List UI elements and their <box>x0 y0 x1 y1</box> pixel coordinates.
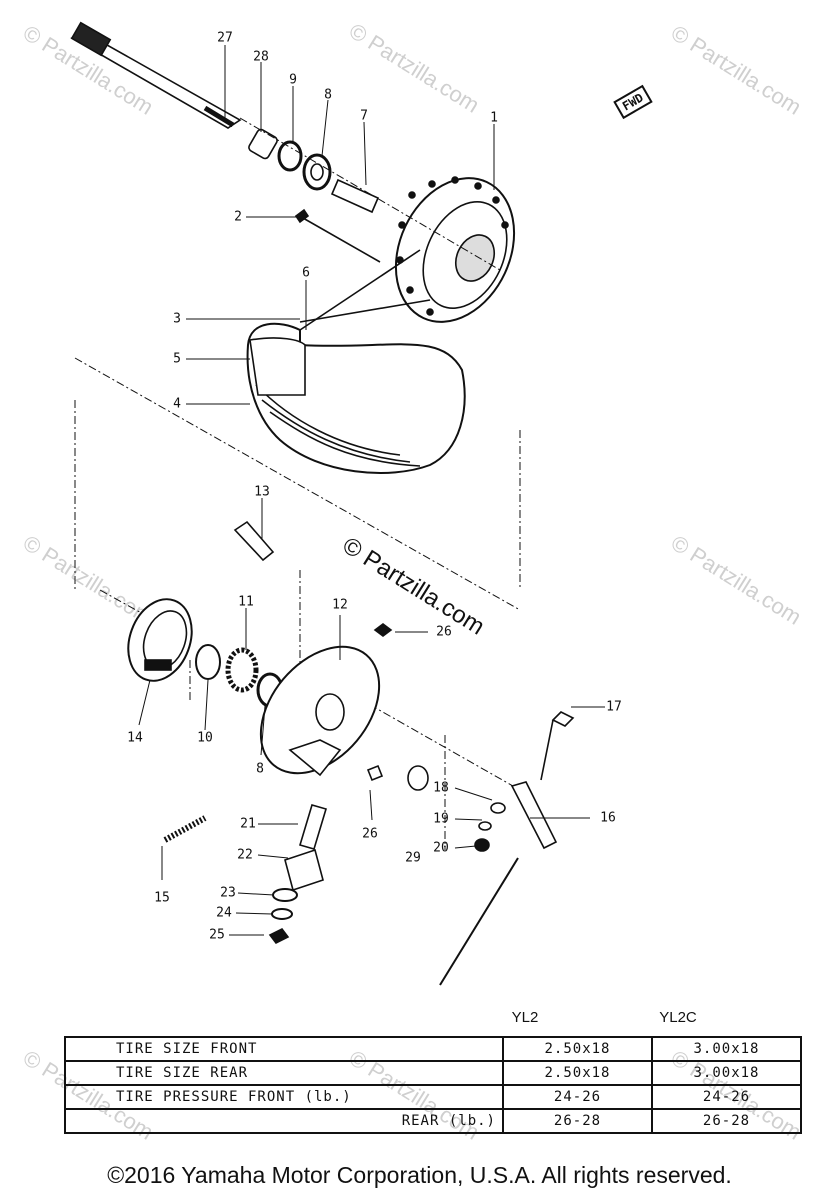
gear-part <box>225 647 259 693</box>
row-label: TIRE PRESSURE FRONT (lb.) <box>64 1084 504 1110</box>
circlip-part <box>271 908 293 920</box>
callout-14: 14 <box>127 730 143 746</box>
yl2c-value: 26-28 <box>651 1108 802 1134</box>
bearing-part <box>302 153 332 191</box>
callout-7: 7 <box>360 108 368 124</box>
callout-13: 13 <box>254 484 270 500</box>
callout-2: 2 <box>234 209 242 225</box>
yl2c-value: 24-26 <box>651 1084 802 1110</box>
pin-part <box>233 520 275 562</box>
callout-24: 24 <box>216 905 232 921</box>
row-label: TIRE SIZE REAR <box>64 1060 504 1086</box>
oil-seal-part <box>277 140 303 172</box>
callout-17: 17 <box>606 699 622 715</box>
copyright-notice: ©2016 Yamaha Motor Corporation, U.S.A. A… <box>107 1162 732 1188</box>
callout-15: 15 <box>154 890 170 906</box>
callout-3: 3 <box>173 311 181 327</box>
callout-21: 21 <box>240 816 256 832</box>
nut-part <box>474 838 490 852</box>
yl2-value: 2.50x18 <box>502 1036 653 1062</box>
callout-4: 4 <box>173 396 181 412</box>
axle-part <box>70 21 242 129</box>
washer-part <box>490 802 506 814</box>
callout-20: 20 <box>433 840 449 856</box>
callout-8: 8 <box>256 761 264 777</box>
lever-part <box>510 781 558 850</box>
callout-1: 1 <box>490 110 498 126</box>
nut-part <box>366 764 384 782</box>
callout-27: 27 <box>217 30 233 46</box>
yl2-value: 24-26 <box>502 1084 653 1110</box>
callout-19: 19 <box>433 811 449 827</box>
brake-shoe-part <box>127 598 193 682</box>
nut-part <box>373 623 393 637</box>
callout-11: 11 <box>238 594 254 610</box>
seal-part <box>195 644 221 680</box>
tire-spec-table: TIRE SIZE FRONT 2.50x18 3.00x18 TIRE SIZ… <box>64 1036 802 1134</box>
yl2c-value: 3.00x18 <box>651 1036 802 1062</box>
brake-rod-part <box>439 857 519 986</box>
table-row: TIRE SIZE FRONT 2.50x18 3.00x18 <box>64 1036 802 1062</box>
callout-10: 10 <box>197 730 213 746</box>
callout-26: 26 <box>436 624 452 640</box>
spacer-part <box>330 178 380 214</box>
exploded-parts-diagram <box>70 21 605 986</box>
washer-part <box>272 888 298 902</box>
yl2-value: 26-28 <box>502 1108 653 1134</box>
callout-6: 6 <box>302 265 310 281</box>
spring-part <box>163 815 207 843</box>
callout-16: 16 <box>600 810 616 826</box>
housing-part <box>284 848 324 892</box>
spacer-part <box>407 765 429 791</box>
callout-26: 26 <box>362 826 378 842</box>
callout-5: 5 <box>173 351 181 367</box>
tire-part <box>246 322 466 474</box>
column-header-yl2: YL2 <box>511 1009 539 1026</box>
bolt-part <box>540 711 575 781</box>
collar-part <box>248 128 278 160</box>
callout-28: 28 <box>253 49 269 65</box>
callout-22: 22 <box>237 847 253 863</box>
callout-8: 8 <box>324 87 332 103</box>
hub-part <box>394 176 516 323</box>
callout-12: 12 <box>332 597 348 613</box>
callout-29: 29 <box>405 850 421 866</box>
yl2-value: 2.50x18 <box>502 1060 653 1086</box>
table-row: REAR (lb.) 26-28 26-28 <box>64 1108 802 1134</box>
spoke-nipple-part <box>294 208 310 224</box>
callout-9: 9 <box>289 72 297 88</box>
cam-part <box>299 804 327 850</box>
brake-plate-part <box>259 645 381 777</box>
callout-18: 18 <box>433 780 449 796</box>
callout-23: 23 <box>220 885 236 901</box>
indicator-part <box>268 927 290 945</box>
row-label: TIRE SIZE FRONT <box>64 1036 504 1062</box>
table-row: TIRE SIZE REAR 2.50x18 3.00x18 <box>64 1060 802 1086</box>
row-label: REAR (lb.) <box>64 1108 504 1134</box>
column-header-yl2c: YL2C <box>659 1009 697 1026</box>
table-row: TIRE PRESSURE FRONT (lb.) 24-26 24-26 <box>64 1084 802 1110</box>
washer-part <box>478 821 492 831</box>
callout-25: 25 <box>209 927 225 943</box>
yl2c-value: 3.00x18 <box>651 1060 802 1086</box>
